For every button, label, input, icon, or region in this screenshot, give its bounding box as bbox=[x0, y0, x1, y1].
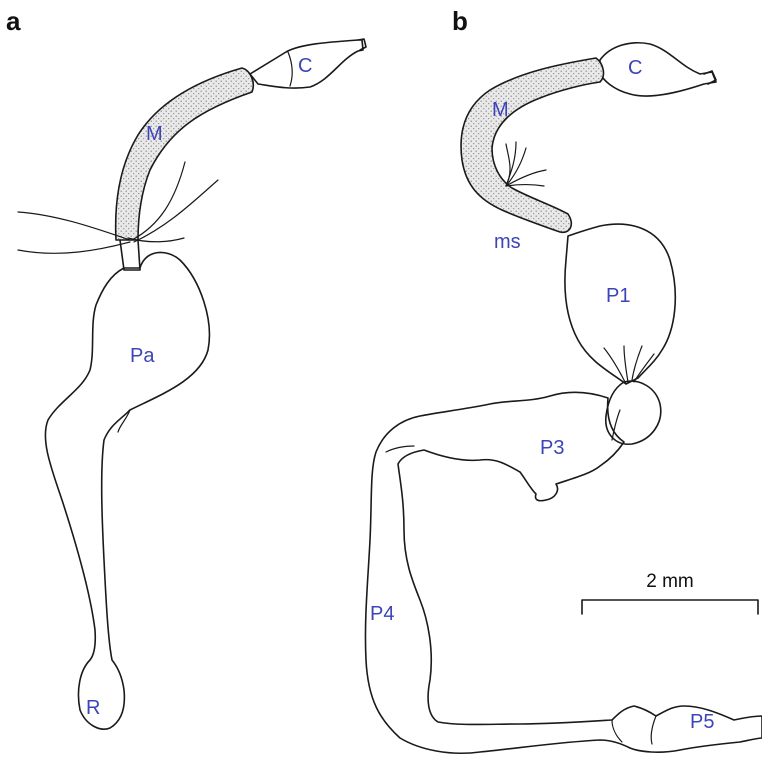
panel-b: b C M ms P1 P3 P4 P5 bbox=[365, 6, 762, 753]
panel-a-crop-label: C bbox=[298, 55, 312, 77]
scale-bar: 2 mm bbox=[582, 571, 758, 614]
panel-b-ms-label: ms bbox=[494, 231, 521, 253]
panel-a-midgut bbox=[116, 68, 254, 240]
panel-b-p4-label: P4 bbox=[370, 603, 394, 625]
panel-b-crop bbox=[600, 43, 716, 96]
panel-b-p1-label: P1 bbox=[606, 285, 630, 307]
panel-a-rectum-label: R bbox=[86, 697, 100, 719]
scale-bar-line bbox=[582, 600, 758, 614]
panel-b-p2-bulb bbox=[606, 381, 661, 444]
panel-b-midgut bbox=[461, 58, 603, 232]
panel-a: a C M Pa R bbox=[6, 6, 366, 729]
panel-b-midgut-label: M bbox=[492, 99, 509, 121]
panel-b-p5-label: P5 bbox=[690, 711, 714, 733]
panel-a-paunch-label: Pa bbox=[130, 345, 155, 367]
panel-b-crop-label: C bbox=[628, 57, 642, 79]
panel-b-letter: b bbox=[452, 6, 468, 36]
panel-a-paunch bbox=[45, 252, 209, 729]
scale-bar-label: 2 mm bbox=[646, 571, 694, 592]
panel-a-letter: a bbox=[6, 6, 21, 36]
panel-b-p3-label: P3 bbox=[540, 437, 564, 459]
panel-a-midgut-label: M bbox=[146, 123, 163, 145]
